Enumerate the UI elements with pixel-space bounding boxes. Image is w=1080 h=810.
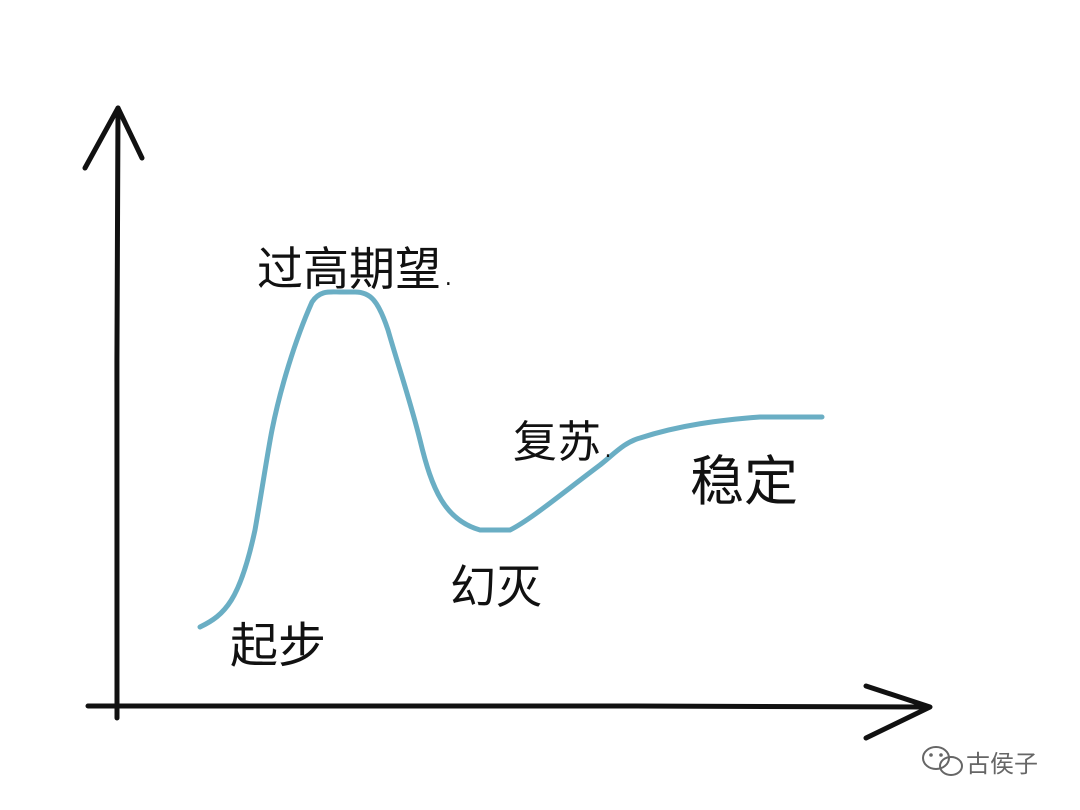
label-start: 起步 (230, 618, 326, 674)
label-recovery: 复苏. (513, 417, 615, 468)
watermark: 古侯子 (922, 746, 1038, 778)
watermark-text: 古侯子 (966, 750, 1038, 778)
y-axis-line (114, 105, 121, 721)
hype-curve (197, 289, 825, 630)
label-stable: 稳定 (690, 450, 798, 513)
label-trough: 幻灭 (450, 560, 542, 614)
x-axis-arrowhead (863, 683, 933, 741)
wechat-icon (922, 746, 963, 776)
label-peak: 过高期望. (257, 242, 456, 296)
axes (82, 105, 933, 741)
y-axis-arrowhead (82, 105, 145, 171)
x-axis-line (85, 703, 931, 710)
